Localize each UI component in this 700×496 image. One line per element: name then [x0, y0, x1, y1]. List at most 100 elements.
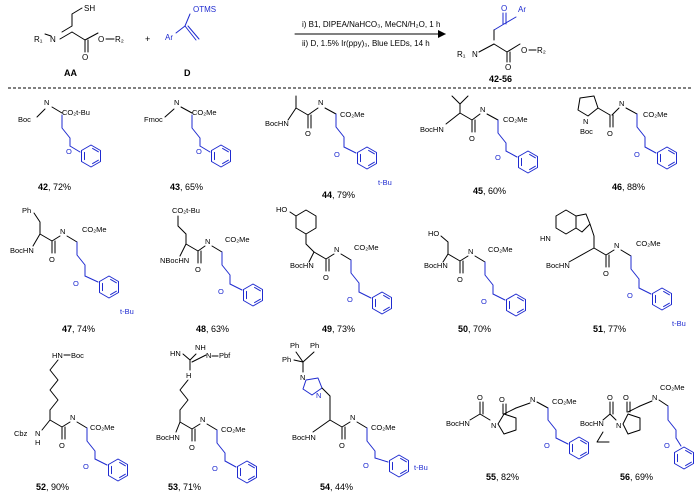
c51-bochn: BocHN [546, 261, 570, 270]
c50-bochn: BocHN [424, 261, 448, 270]
c54-tbu: t-Bu [414, 463, 428, 472]
compound-55: O N CO₂Me BocHN N O O 55, 82% [446, 393, 589, 482]
c56-n: N [652, 393, 657, 402]
c54-ph1: Ph [290, 341, 299, 350]
c55-pro-o: O [499, 395, 505, 404]
amine-n-label: N [50, 35, 56, 44]
product-r2-label: R₂ [537, 46, 546, 55]
c43-n: N [174, 98, 179, 107]
compound-52: HN Boc Cbz N H N O CO₂Me O 52, 90% [14, 351, 128, 492]
c50-caption: 50, 70% [458, 324, 491, 334]
c44-n: N [318, 98, 323, 107]
r2-label: R₂ [115, 35, 124, 44]
reagent-compound-label: D [184, 68, 191, 78]
c55-ketone-o: O [544, 441, 550, 450]
c46-boc: Boc [580, 127, 593, 136]
c55-gly-o: O [477, 393, 483, 402]
c53-caption: 53, 71% [168, 482, 201, 492]
c43-caption: 43, 65% [170, 182, 203, 192]
c47-bochn: BocHN [10, 246, 34, 255]
c55-caption: 55, 82% [486, 472, 519, 482]
c54-ph3: Ph [282, 355, 291, 364]
c42-ester: CO₂t-Bu [62, 108, 90, 117]
c46-pyrrolidine-n: N [583, 117, 588, 126]
starting-material-AA: SH R₁ N O O R₂ AA [34, 4, 124, 78]
compound-48: CO₂t-Bu NBocHN N O CO₂Me O 48, 63% [160, 206, 263, 334]
c51-n: N [614, 241, 619, 250]
plus-sign: + [145, 34, 150, 44]
c48-n: N [205, 237, 210, 246]
c52-amide-o: O [59, 441, 65, 450]
c56-pro-o: O [623, 393, 629, 402]
ar-label: Ar [165, 33, 173, 42]
c46-ester: CO₂Me [643, 110, 668, 119]
c54-ph2: Ph [310, 341, 319, 350]
c51-indole-nh: HN [540, 234, 551, 243]
c53-bochn: BocHN [156, 433, 180, 442]
c48-caption: 48, 63% [196, 324, 229, 334]
c49-ester: CO₂Me [354, 243, 379, 252]
c44-bochn: BocHN [265, 119, 289, 128]
c49-amide-o: O [323, 273, 329, 282]
c50-n: N [468, 247, 473, 256]
product-ar-label: Ar [518, 5, 526, 14]
c53-n: N [206, 351, 211, 360]
c53-amide-n: N [200, 415, 205, 424]
c52-nh-n: N [35, 429, 40, 438]
c43-ester: CO₂Me [192, 108, 217, 117]
c48-side-ester: CO₂t-Bu [172, 206, 200, 215]
c52-cbz: Cbz [14, 429, 28, 438]
c50-ketone-o: O [481, 297, 487, 306]
c44-ester: CO₂Me [340, 110, 365, 119]
c50-ho: HO [428, 229, 439, 238]
c47-amide-o: O [49, 255, 55, 264]
c42-boc: Boc [18, 115, 31, 124]
c54-imid-n2: N [316, 391, 321, 400]
product-n-label: N [472, 50, 478, 59]
compound-45: BocHN N O CO₂Me O 45, 60% [420, 95, 538, 196]
compound-51: HN BocHN N O CO₂Me O t-Bu 51, 77% [540, 209, 686, 334]
c47-ph: Ph [22, 206, 31, 215]
c45-amide-o: O [469, 134, 475, 143]
c56-caption: 56, 69% [620, 472, 653, 482]
c43-fmoc: Fmoc [144, 115, 163, 124]
c54-bochn: BocHN [292, 433, 316, 442]
c53-pbf: Pbf [219, 351, 231, 360]
c47-n: N [60, 227, 65, 236]
c46-ketone-o: O [634, 150, 640, 159]
c44-tbu: t-Bu [378, 178, 392, 187]
c46-amide-o: O [607, 129, 613, 138]
c56-val-o: O [607, 393, 613, 402]
c55-n: N [530, 395, 535, 404]
product-42-56: O Ar R₁ N O O R₂ 42-56 [457, 4, 546, 84]
c56-ester: CO₂Me [660, 383, 685, 392]
c45-n: N [480, 105, 485, 114]
thiol-label: SH [84, 4, 95, 13]
c42-caption: 42, 72% [38, 182, 71, 192]
c48-bochn: NBocHN [160, 256, 189, 265]
c47-ester: CO₂Me [82, 225, 107, 234]
c54-ester: CO₂Me [371, 423, 396, 432]
c56-bochn: BocHN [580, 419, 604, 428]
c52-nh: HN [52, 351, 63, 360]
c51-tbu: t-Bu [672, 319, 686, 328]
c49-ketone-o: O [347, 295, 353, 304]
c51-ester: CO₂Me [636, 239, 661, 248]
c54-ketone-o: O [363, 461, 369, 470]
c44-amide-o: O [305, 129, 311, 138]
compound-50: HO BocHN N O CO₂Me O 50, 70% [424, 229, 526, 334]
ester-o-label: O [98, 35, 104, 44]
c46-n: N [619, 99, 624, 108]
c53-ketone-o: O [212, 464, 218, 473]
c47-tbu: t-Bu [120, 307, 134, 316]
c49-ho: HO [276, 205, 287, 214]
c51-caption: 51, 77% [593, 324, 626, 334]
c44-caption: 44, 79% [322, 190, 355, 200]
c45-ester: CO₂Me [503, 115, 528, 124]
c55-ring-n: N [491, 421, 496, 430]
c54-n: N [350, 413, 355, 422]
c50-ester: CO₂Me [488, 245, 513, 254]
c56-ring-n: N [616, 421, 621, 430]
c42-ketone-o: O [66, 147, 72, 156]
c52-ketone-o: O [83, 462, 89, 471]
